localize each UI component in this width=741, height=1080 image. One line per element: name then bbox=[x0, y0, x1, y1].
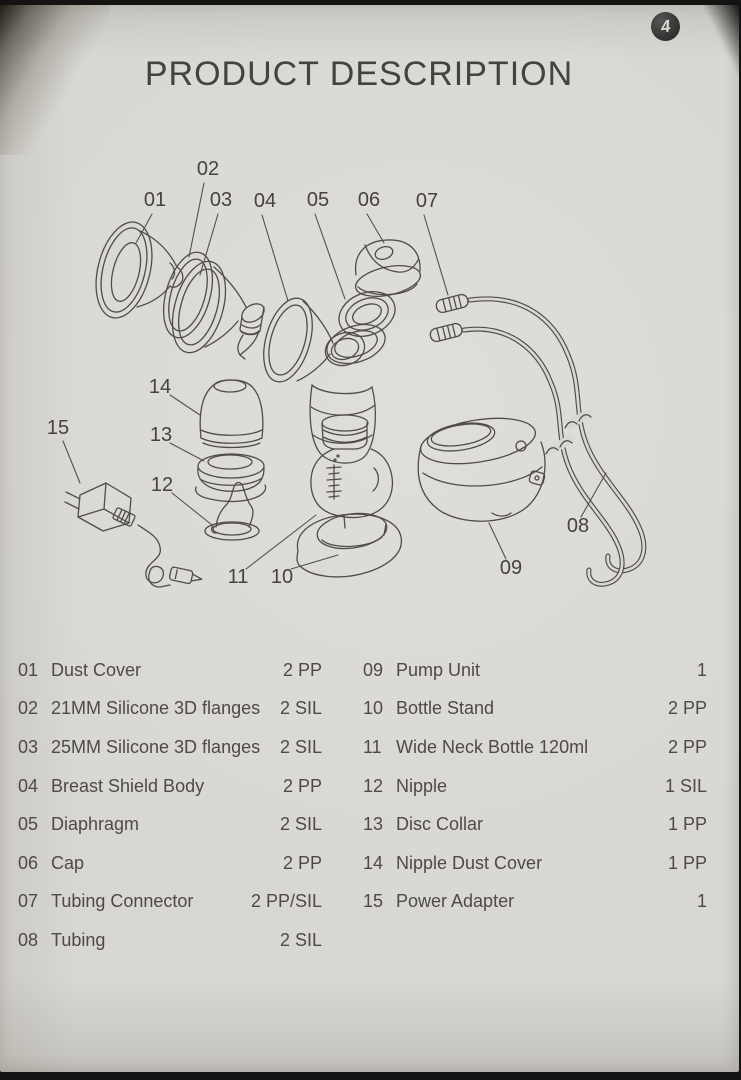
parts-list-row: 05 Diaphragm 2 SIL bbox=[18, 805, 322, 844]
parts-list-row: 02 21MM Silicone 3D flanges 2 SIL bbox=[18, 690, 322, 729]
part-tubing bbox=[461, 296, 647, 587]
part-number: 13 bbox=[363, 814, 384, 835]
callout-06: 06 bbox=[358, 189, 380, 211]
callout-04: 04 bbox=[254, 190, 276, 212]
part-number: 09 bbox=[363, 659, 384, 680]
callout-11: 11 bbox=[228, 566, 249, 588]
part-quantity: 2 PP bbox=[667, 698, 707, 719]
part-nipple bbox=[204, 481, 260, 541]
part-disc-collar bbox=[194, 453, 267, 503]
part-power-adapter bbox=[64, 482, 203, 588]
part-name: Bottle Stand bbox=[396, 698, 495, 719]
callout-labels: 01 02 03 04 05 06 07 08 09 10 11 12 13 1… bbox=[47, 158, 589, 588]
part-silicone-flanges bbox=[162, 251, 265, 360]
part-quantity: 2 SIL bbox=[279, 929, 322, 950]
manual-page: 4 PRODUCT DESCRIPTION bbox=[0, 5, 739, 1072]
parts-list-row: 07 Tubing Connector 2 PP/SIL bbox=[18, 883, 322, 922]
part-number: 07 bbox=[18, 891, 39, 912]
callout-01: 01 bbox=[144, 189, 166, 211]
parts-list-left-column: 01 Dust Cover 2 PP 02 21MM Silicone 3D f… bbox=[18, 651, 322, 960]
part-name: Nipple bbox=[396, 775, 448, 796]
part-dust-cover bbox=[95, 221, 184, 319]
part-bottle-stand bbox=[296, 512, 403, 578]
part-cap bbox=[354, 239, 422, 297]
part-quantity: 1 SIL bbox=[664, 775, 707, 796]
part-tubing-connector bbox=[429, 293, 469, 343]
callout-12: 12 bbox=[151, 474, 173, 496]
page-number-badge: 4 bbox=[651, 12, 680, 41]
part-quantity: 1 PP bbox=[667, 814, 707, 835]
part-name: Nipple Dust Cover bbox=[396, 852, 543, 873]
parts-list-row: 14 Nipple Dust Cover 1 PP bbox=[363, 844, 707, 883]
part-quantity: 2 PP/SIL bbox=[250, 891, 322, 912]
part-quantity: 2 PP bbox=[282, 775, 322, 796]
parts-list-row: 13 Disc Collar 1 PP bbox=[363, 805, 707, 844]
part-number: 02 bbox=[18, 698, 39, 719]
part-name: Breast Shield Body bbox=[51, 775, 205, 796]
callout-03: 03 bbox=[210, 189, 232, 211]
page-number: 4 bbox=[659, 16, 672, 37]
part-number: 03 bbox=[18, 736, 39, 757]
part-quantity: 2 SIL bbox=[279, 736, 322, 757]
callout-10: 10 bbox=[271, 566, 293, 588]
parts-list-row: 08 Tubing 2 SIL bbox=[18, 921, 322, 960]
parts-list-row: 03 25MM Silicone 3D flanges 2 SIL bbox=[18, 728, 322, 767]
part-number: 14 bbox=[363, 852, 384, 873]
part-name: Power Adapter bbox=[396, 891, 515, 912]
part-name: Diaphragm bbox=[51, 814, 140, 835]
part-breast-shield-body bbox=[263, 297, 376, 464]
part-quantity: 2 SIL bbox=[279, 814, 322, 835]
part-quantity: 2 PP bbox=[282, 659, 322, 680]
part-name: 25MM Silicone 3D flanges bbox=[51, 736, 261, 757]
part-name: 21MM Silicone 3D flanges bbox=[51, 698, 261, 719]
part-name: Disc Collar bbox=[396, 814, 484, 835]
parts-list-row: 12 Nipple 1 SIL bbox=[363, 767, 707, 806]
callout-09: 09 bbox=[500, 557, 522, 579]
part-bottle bbox=[310, 414, 394, 519]
part-pump-unit bbox=[417, 417, 546, 522]
callout-13: 13 bbox=[150, 424, 172, 446]
callout-02: 02 bbox=[197, 158, 219, 180]
part-quantity: 2 SIL bbox=[279, 698, 322, 719]
part-name: Wide Neck Bottle 120ml bbox=[396, 736, 589, 757]
callout-leader-lines bbox=[62, 182, 607, 570]
parts-list-right-column: 09 Pump Unit 1 10 Bottle Stand 2 PP 11 W… bbox=[363, 651, 707, 921]
part-quantity: 2 PP bbox=[282, 852, 322, 873]
part-quantity: 1 bbox=[696, 891, 707, 912]
part-name: Pump Unit bbox=[396, 659, 481, 680]
exploded-parts-diagram: 01 02 03 04 05 06 07 08 09 10 11 12 13 1… bbox=[47, 158, 647, 588]
part-number: 05 bbox=[18, 814, 39, 835]
part-name: Tubing Connector bbox=[51, 891, 194, 912]
part-diaphragm bbox=[326, 291, 396, 365]
part-name: Dust Cover bbox=[51, 659, 142, 680]
part-quantity: 1 PP bbox=[667, 852, 707, 873]
callout-15: 15 bbox=[47, 417, 69, 439]
part-name: Tubing bbox=[51, 929, 106, 950]
parts-list-row: 04 Breast Shield Body 2 PP bbox=[18, 767, 322, 806]
parts-list-row: 01 Dust Cover 2 PP bbox=[18, 651, 322, 690]
part-number: 06 bbox=[18, 852, 39, 873]
part-quantity: 2 PP bbox=[667, 736, 707, 757]
callout-14: 14 bbox=[149, 376, 171, 398]
callout-07: 07 bbox=[416, 190, 438, 212]
part-number: 01 bbox=[18, 659, 39, 680]
parts-list-row: 09 Pump Unit 1 bbox=[363, 651, 707, 690]
parts-list-row: 15 Power Adapter 1 bbox=[363, 883, 707, 922]
part-number: 12 bbox=[363, 775, 384, 796]
callout-05: 05 bbox=[307, 189, 329, 211]
part-number: 08 bbox=[18, 929, 39, 950]
part-name: Cap bbox=[51, 852, 85, 873]
part-number: 15 bbox=[363, 891, 384, 912]
part-nipple-dust-cover bbox=[199, 379, 264, 449]
parts-list-row: 06 Cap 2 PP bbox=[18, 844, 322, 883]
part-number: 04 bbox=[18, 775, 39, 796]
parts-list-row: 11 Wide Neck Bottle 120ml 2 PP bbox=[363, 728, 707, 767]
part-number: 11 bbox=[363, 736, 382, 757]
page-title: PRODUCT DESCRIPTION bbox=[144, 55, 574, 93]
callout-08: 08 bbox=[567, 515, 589, 537]
parts-list-row: 10 Bottle Stand 2 PP bbox=[363, 690, 707, 729]
part-number: 10 bbox=[363, 698, 384, 719]
part-quantity: 1 bbox=[696, 659, 707, 680]
